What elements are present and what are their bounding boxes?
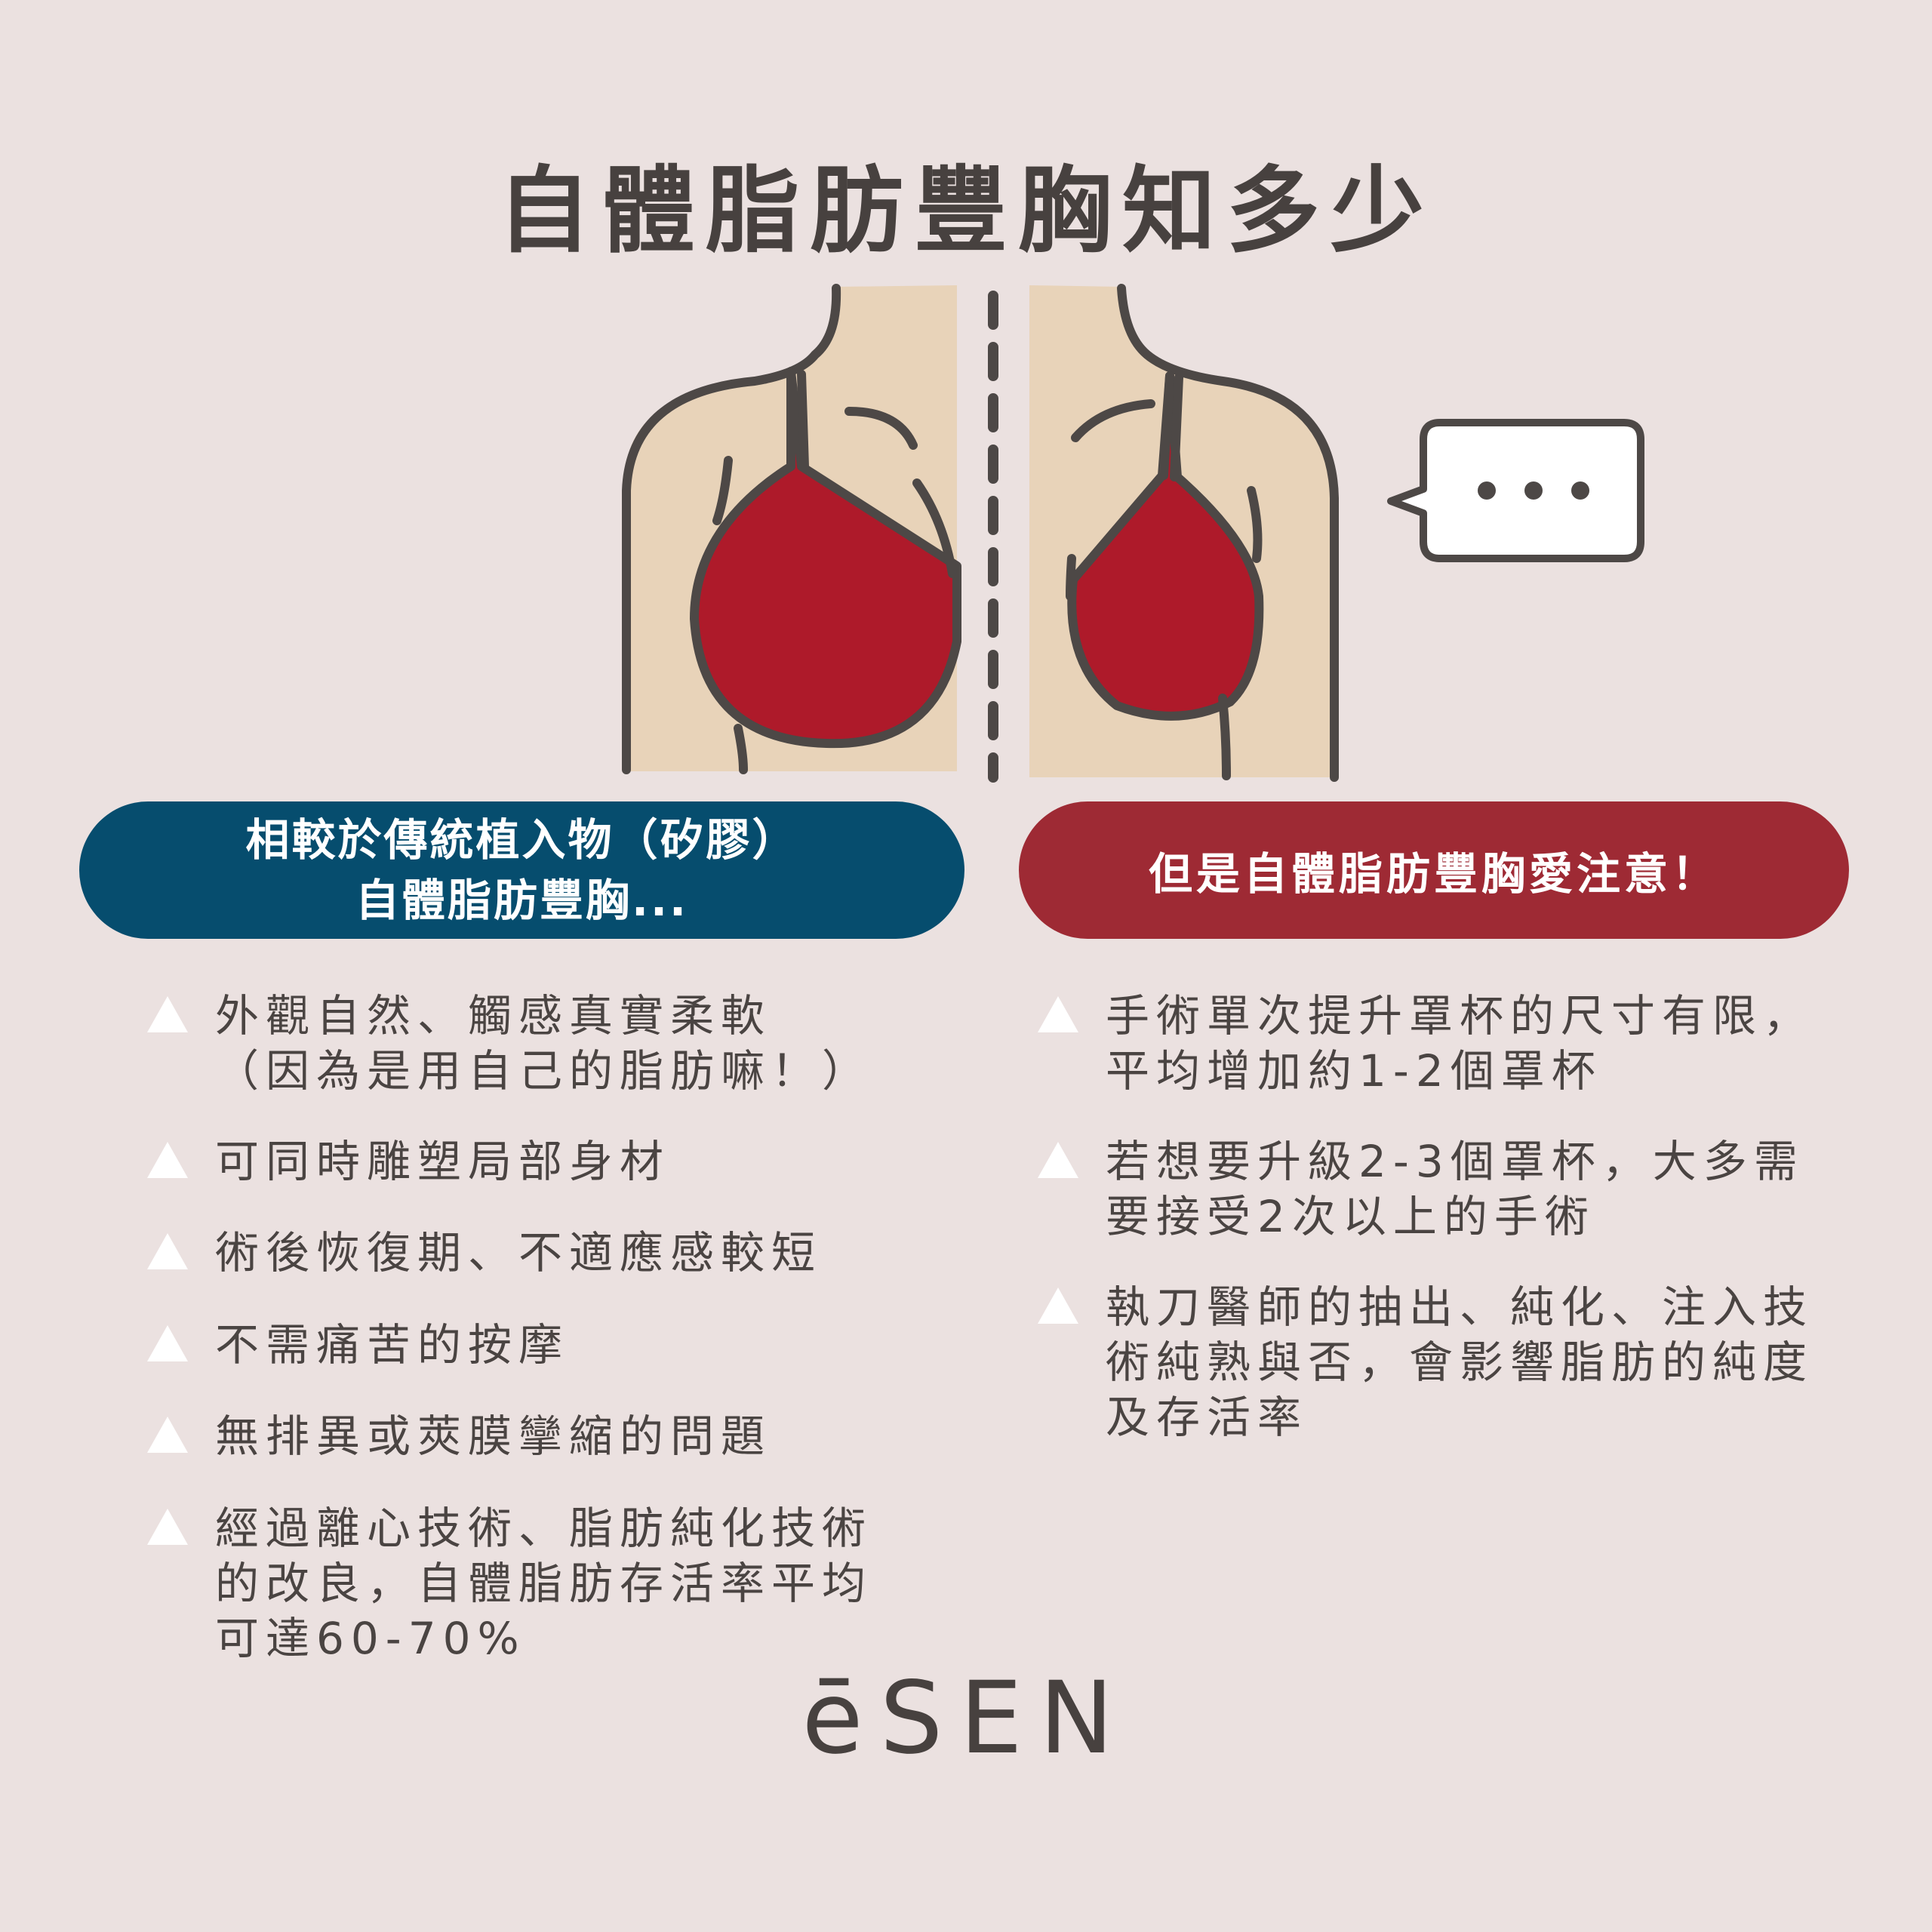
triangle-bullet-icon: [147, 1142, 188, 1178]
left-header-line2: 自體脂肪豐胸...: [355, 875, 689, 926]
left-header-line1: 相較於傳統植入物（矽膠）: [245, 814, 798, 866]
dot-icon: [1478, 481, 1496, 500]
left-header-pill: 相較於傳統植入物（矽膠） 自體脂肪豐胸...: [79, 801, 964, 939]
list-item-text: 無排異或莢膜攣縮的問題: [215, 1411, 772, 1462]
list-item-text: 若想要升級2-3個罩杯，大多需 要接受2次以上的手術: [1106, 1136, 1804, 1242]
right-header-text: 但是自體脂肪豐胸愛注意！: [1148, 848, 1719, 900]
triangle-bullet-icon: [147, 996, 188, 1032]
triangle-bullet-icon: [147, 1325, 188, 1361]
triangle-bullet-icon: [1038, 1287, 1078, 1324]
triangle-bullet-icon: [147, 1509, 188, 1545]
brand-logo: ēSEN: [801, 1660, 1131, 1777]
dot-icon: [1524, 481, 1543, 500]
list-item: 外觀自然、觸感真實柔軟 （因為是用自己的脂肪嘛！）: [147, 989, 902, 1099]
list-item-text: 執刀醫師的抽出、純化、注入技 術純熟與否，會影響脂肪的純度 及存活率: [1106, 1281, 1814, 1443]
list-item: 無排異或莢膜攣縮的問題: [147, 1409, 902, 1464]
list-item-text: 術後恢復期、不適應感較短: [215, 1227, 823, 1278]
triangle-bullet-icon: [147, 1417, 188, 1453]
triangle-bullet-icon: [1038, 996, 1078, 1032]
list-item: 手術單次提升罩杯的尺寸有限， 平均增加約1-2個罩杯: [1038, 989, 1845, 1099]
list-item: 術後恢復期、不適應感較短: [147, 1226, 902, 1281]
list-item: 若想要升級2-3個罩杯，大多需 要接受2次以上的手術: [1038, 1134, 1845, 1244]
after-figure: [1029, 284, 1339, 782]
benefits-list: 外觀自然、觸感真實柔軟 （因為是用自己的脂肪嘛！） 可同時雕塑局部身材 術後恢復…: [147, 989, 902, 1666]
speech-bubble: [1387, 419, 1644, 562]
list-item-text: 經過離心技術、脂肪純化技術 的改良，自體脂肪存活率平均 可達60-70%: [215, 1503, 873, 1664]
list-item-text: 可同時雕塑局部身材: [215, 1136, 671, 1187]
list-item: 經過離心技術、脂肪純化技術 的改良，自體脂肪存活率平均 可達60-70%: [147, 1501, 902, 1666]
dot-icon: [1571, 481, 1589, 500]
cautions-list: 手術單次提升罩杯的尺寸有限， 平均增加約1-2個罩杯 若想要升級2-3個罩杯，大…: [1038, 989, 1845, 1481]
triangle-bullet-icon: [1038, 1142, 1078, 1178]
list-item: 執刀醫師的抽出、純化、注入技 術純熟與否，會影響脂肪的純度 及存活率: [1038, 1280, 1845, 1445]
list-item-text: 不需痛苦的按摩: [215, 1319, 570, 1371]
list-item-text: 外觀自然、觸感真實柔軟 （因為是用自己的脂肪嘛！）: [215, 990, 873, 1097]
right-header-pill: 但是自體脂肪豐胸愛注意！: [1019, 801, 1849, 939]
triangle-bullet-icon: [147, 1233, 188, 1269]
list-item: 可同時雕塑局部身材: [147, 1134, 902, 1189]
page-title: 自體脂肪豐胸知多少: [497, 157, 1435, 266]
list-item: 不需痛苦的按摩: [147, 1318, 902, 1373]
before-figure: [622, 284, 961, 774]
list-item-text: 手術單次提升罩杯的尺寸有限， 平均增加約1-2個罩杯: [1106, 990, 1814, 1097]
